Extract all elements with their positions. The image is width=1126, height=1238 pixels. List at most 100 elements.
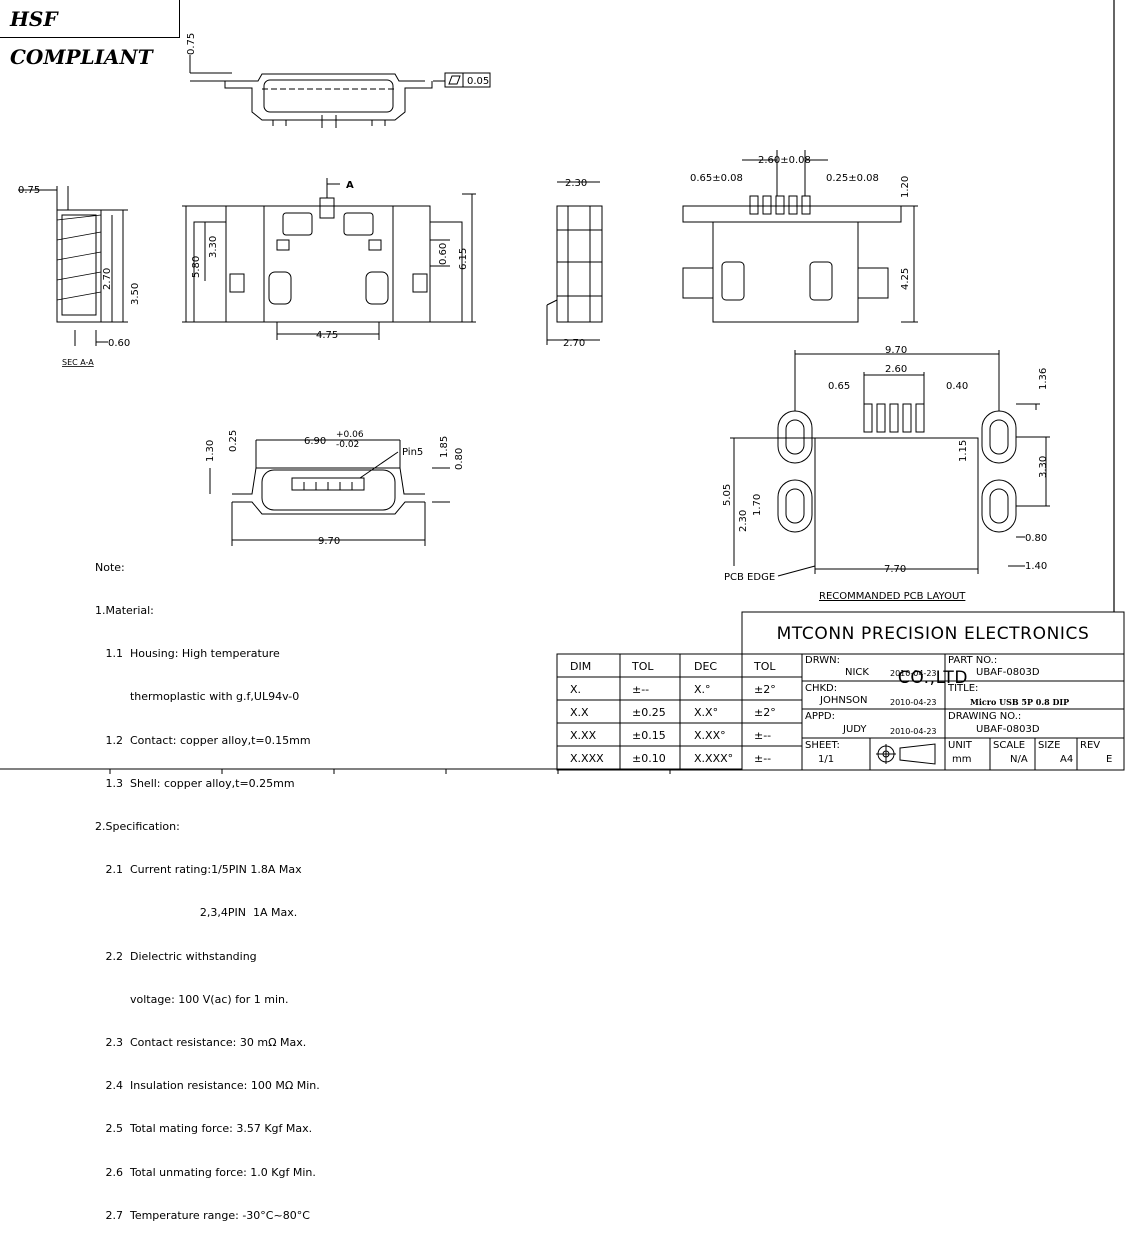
- part-no-label: PART NO.:: [948, 655, 998, 666]
- note-line: 1.1 Housing: High temperature: [95, 647, 280, 661]
- side-view: [546, 181, 603, 345]
- drwn-date: 2010-04-23: [890, 669, 937, 678]
- side-dim-270: 2.70: [563, 338, 585, 349]
- pcb-dim-040: 0.40: [946, 381, 968, 392]
- drwn-name: NICK: [845, 667, 869, 678]
- back-dim-425: 4.25: [900, 268, 911, 290]
- front-dim-475: 4.75: [316, 330, 338, 341]
- note-line: 1.2 Contact: copper alloy,t=0.15mm: [95, 733, 311, 747]
- note-line: 1.3 Shell: copper alloy,t=0.25mm: [95, 776, 295, 790]
- appd-date: 2010-04-23: [890, 727, 937, 736]
- front-dim-060: 0.60: [438, 243, 449, 265]
- top-view: [189, 55, 491, 128]
- note-line: voltage: 100 V(ac) for 1 min.: [95, 992, 289, 1006]
- note-line: 2.5 Total mating force: 3.57 Kgf Max.: [95, 1122, 313, 1136]
- hsf-compliant-label: HSF COMPLIANT: [0, 0, 180, 69]
- front-dim-615: 6.15: [458, 248, 469, 270]
- drawing-no-label: DRAWING NO.:: [948, 711, 1022, 722]
- tol-cell: X.X: [570, 706, 589, 719]
- tol-cell: ±--: [632, 683, 650, 696]
- tol-cell: X.X°: [694, 706, 719, 719]
- rev-value: E: [1106, 754, 1113, 765]
- drawing-no-value: UBAF-0803D: [976, 724, 1040, 735]
- back-dim-065: 0.65±0.08: [690, 173, 743, 184]
- pcb-dim-140: 1.40: [1025, 561, 1047, 572]
- end-view: [209, 439, 450, 546]
- tol-header-tol2: TOL: [754, 660, 776, 673]
- pcb-dim-136: 1.36: [1038, 368, 1049, 390]
- pcb-dim-260: 2.60: [885, 364, 907, 375]
- note-line: 2.3 Contact resistance: 30 mΩ Max.: [95, 1036, 307, 1050]
- size-value: A4: [1060, 754, 1074, 765]
- scale-label: SCALE: [993, 740, 1026, 751]
- front-dim-330: 3.30: [208, 236, 219, 258]
- sheet-label: SHEET:: [805, 740, 840, 751]
- note-line: Note:: [95, 560, 125, 574]
- tol-cell: ±0.15: [632, 729, 666, 742]
- pcb-title: RECOMMANDED PCB LAYOUT: [819, 591, 966, 602]
- tol-cell: X.: [570, 683, 582, 696]
- end-dim-080: 0.80: [454, 448, 465, 470]
- tol-header-dec: DEC: [694, 660, 718, 673]
- appd-name: JUDY: [843, 724, 867, 735]
- border-zone-numbers: [109, 769, 671, 774]
- tol-cell: ±--: [754, 752, 772, 765]
- sec-dim-270: 2.70: [102, 268, 113, 290]
- back-view: [682, 150, 918, 323]
- unit-value: mm: [952, 754, 972, 765]
- company-name: MTCONN PRECISION ELECTRONICS CO.,LTD: [776, 624, 1090, 688]
- pcb-dim-170: 1.70: [752, 494, 763, 516]
- appd-label: APPD:: [805, 711, 835, 722]
- chkd-label: CHKD:: [805, 683, 838, 694]
- title-label: TITLE:: [948, 683, 979, 694]
- end-dim-025: 0.25: [228, 430, 239, 452]
- chkd-date: 2010-04-23: [890, 698, 937, 707]
- tol-cell: ±2°: [754, 706, 776, 719]
- sec-dim-075: 0.75: [18, 185, 40, 196]
- part-no-value: UBAF-0803D: [976, 667, 1040, 678]
- pcb-dim-080: 0.80: [1025, 533, 1047, 544]
- tol-cell: X.XXX: [570, 752, 604, 765]
- pcb-dim-065: 0.65: [828, 381, 850, 392]
- back-dim-025: 0.25±0.08: [826, 173, 879, 184]
- note-line: 2.2 Dielectric withstanding: [95, 949, 257, 963]
- drwn-label: DRWN:: [805, 655, 840, 666]
- note-line: thermoplastic with g.f,UL94v-0: [95, 690, 300, 704]
- pcb-edge-label: PCB EDGE: [724, 572, 775, 583]
- tol-cell: ±2°: [754, 683, 776, 696]
- note-line: 2.Specification:: [95, 820, 180, 834]
- back-dim-120: 1.20: [900, 176, 911, 198]
- pcb-dim-505: 5.05: [722, 484, 733, 506]
- tol-cell: X.XX°: [694, 729, 726, 742]
- front-dim-580: 5.80: [191, 256, 202, 278]
- sec-dim-350: 3.50: [130, 283, 141, 305]
- section-label: SEC A-A: [62, 358, 94, 367]
- tol-cell: X.XX: [570, 729, 597, 742]
- drawing-canvas: 0.75 0.05 0.75 2.70 3.50 0.60 SEC A-A: [0, 0, 1125, 774]
- end-dim-185: 1.85: [439, 436, 450, 458]
- pcb-dim-115: 1.15: [958, 440, 969, 462]
- sheet-value: 1/1: [818, 754, 835, 765]
- sec-dim-060: 0.60: [108, 338, 130, 349]
- back-dim-260: 2.60±0.08: [758, 155, 811, 166]
- tol-cell: ±--: [754, 729, 772, 742]
- tol-header-tol: TOL: [632, 660, 654, 673]
- pin5-label: Pin5: [402, 447, 423, 458]
- title-block-grid: [741, 611, 1125, 771]
- note-line: 2.4 Insulation resistance: 100 MΩ Min.: [95, 1079, 320, 1093]
- pcb-layout: [730, 350, 1050, 577]
- title-value: Micro USB 5P 0.8 DIP: [970, 697, 1070, 707]
- section-view: [18, 186, 128, 346]
- unit-label: UNIT: [948, 740, 972, 751]
- note-line: 2,3,4PIN 1A Max.: [95, 906, 298, 920]
- pcb-dim-330: 3.30: [1038, 456, 1049, 478]
- scale-value: N/A: [1010, 754, 1028, 765]
- tol-cell: X.XXX°: [694, 752, 734, 765]
- flatness-value: 0.05: [467, 76, 489, 87]
- side-dim-230: 2.30: [565, 178, 587, 189]
- section-marker-a: A: [346, 180, 354, 191]
- pcb-dim-770: 7.70: [884, 564, 906, 575]
- note-line: 2.1 Current rating:1/5PIN 1.8A Max: [95, 863, 302, 877]
- pcb-dim-230: 2.30: [738, 510, 749, 532]
- tol-cell: ±0.10: [632, 752, 666, 765]
